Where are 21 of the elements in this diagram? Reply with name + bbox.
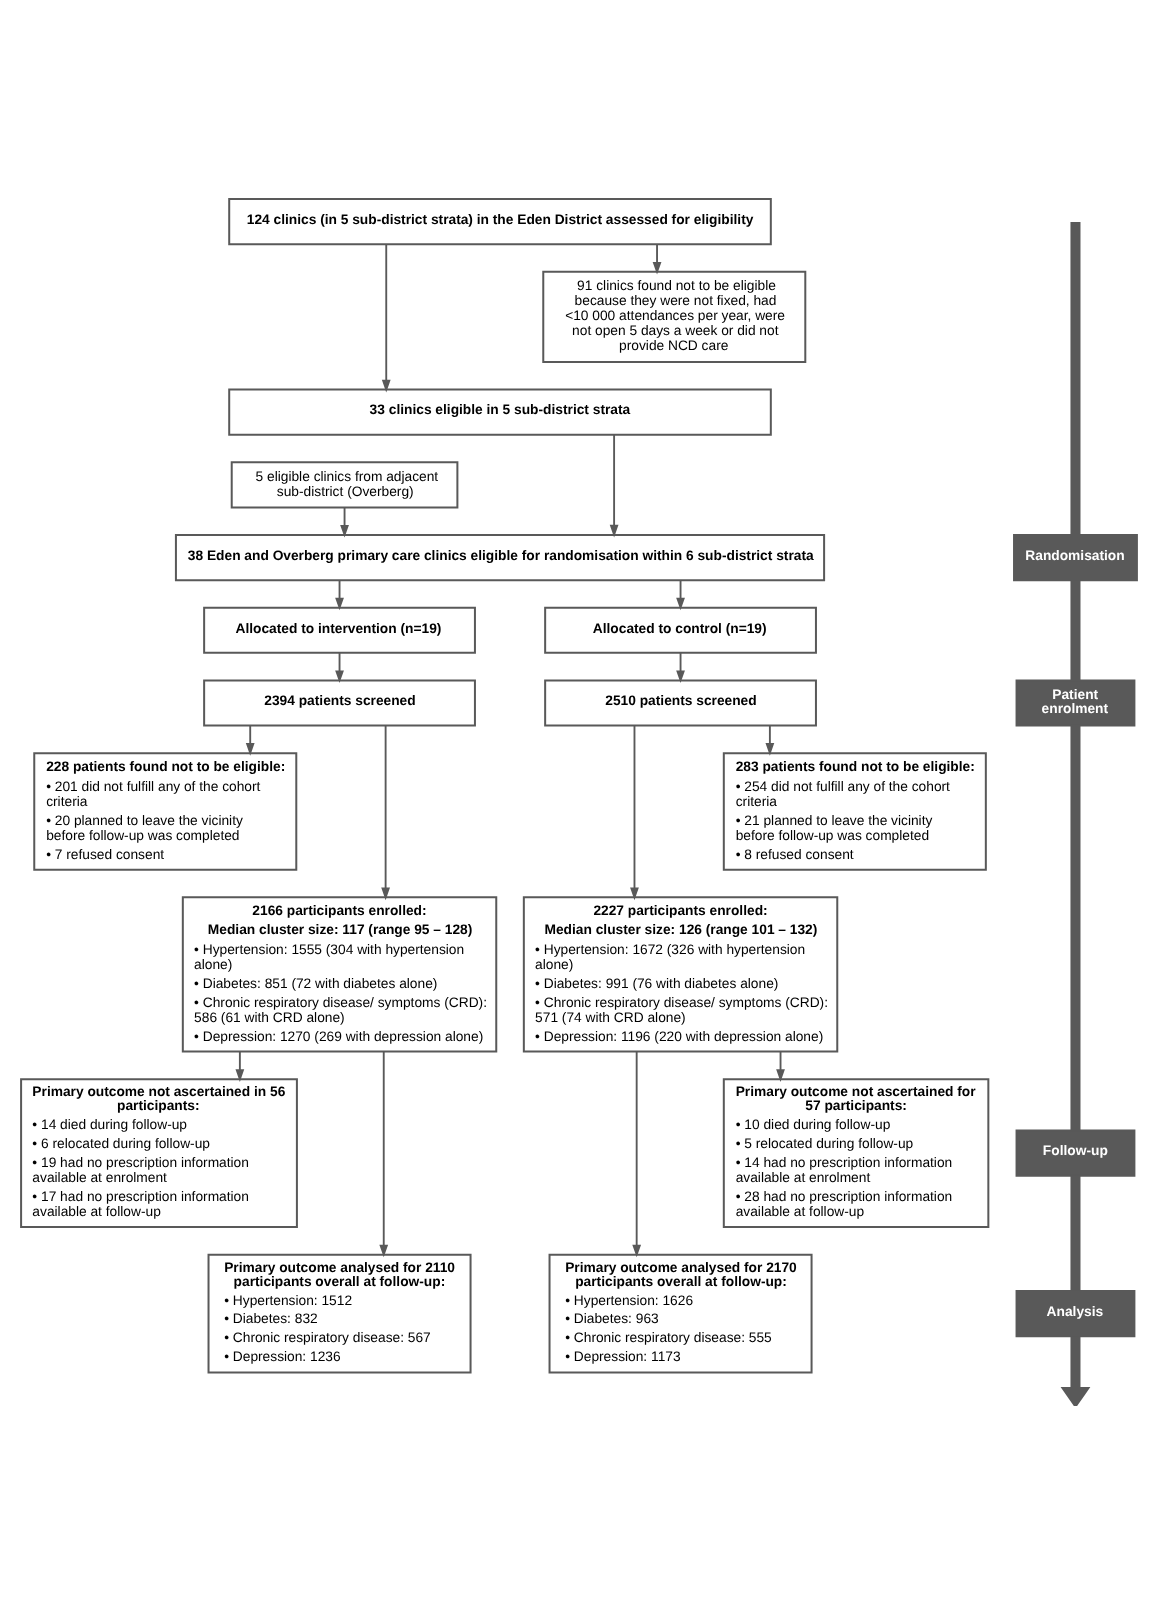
arrow [335, 579, 344, 611]
arrow [765, 725, 775, 756]
arrow [379, 1050, 389, 1258]
connector [1070, 725, 1081, 1131]
arrow [1060, 1336, 1091, 1406]
connector [1070, 222, 1081, 535]
arrow [632, 1050, 642, 1258]
arrow [235, 1050, 245, 1082]
connector [1070, 1175, 1081, 1291]
arrow [630, 724, 639, 901]
arrow [245, 725, 255, 756]
arrow [676, 651, 685, 683]
arrow [676, 579, 685, 611]
arrow [340, 506, 349, 538]
arrow [381, 724, 390, 901]
arrow [652, 243, 662, 275]
connector [1070, 580, 1081, 680]
arrow [609, 433, 619, 538]
arrow [381, 243, 391, 393]
arrow [335, 651, 344, 683]
arrow [776, 1050, 785, 1082]
